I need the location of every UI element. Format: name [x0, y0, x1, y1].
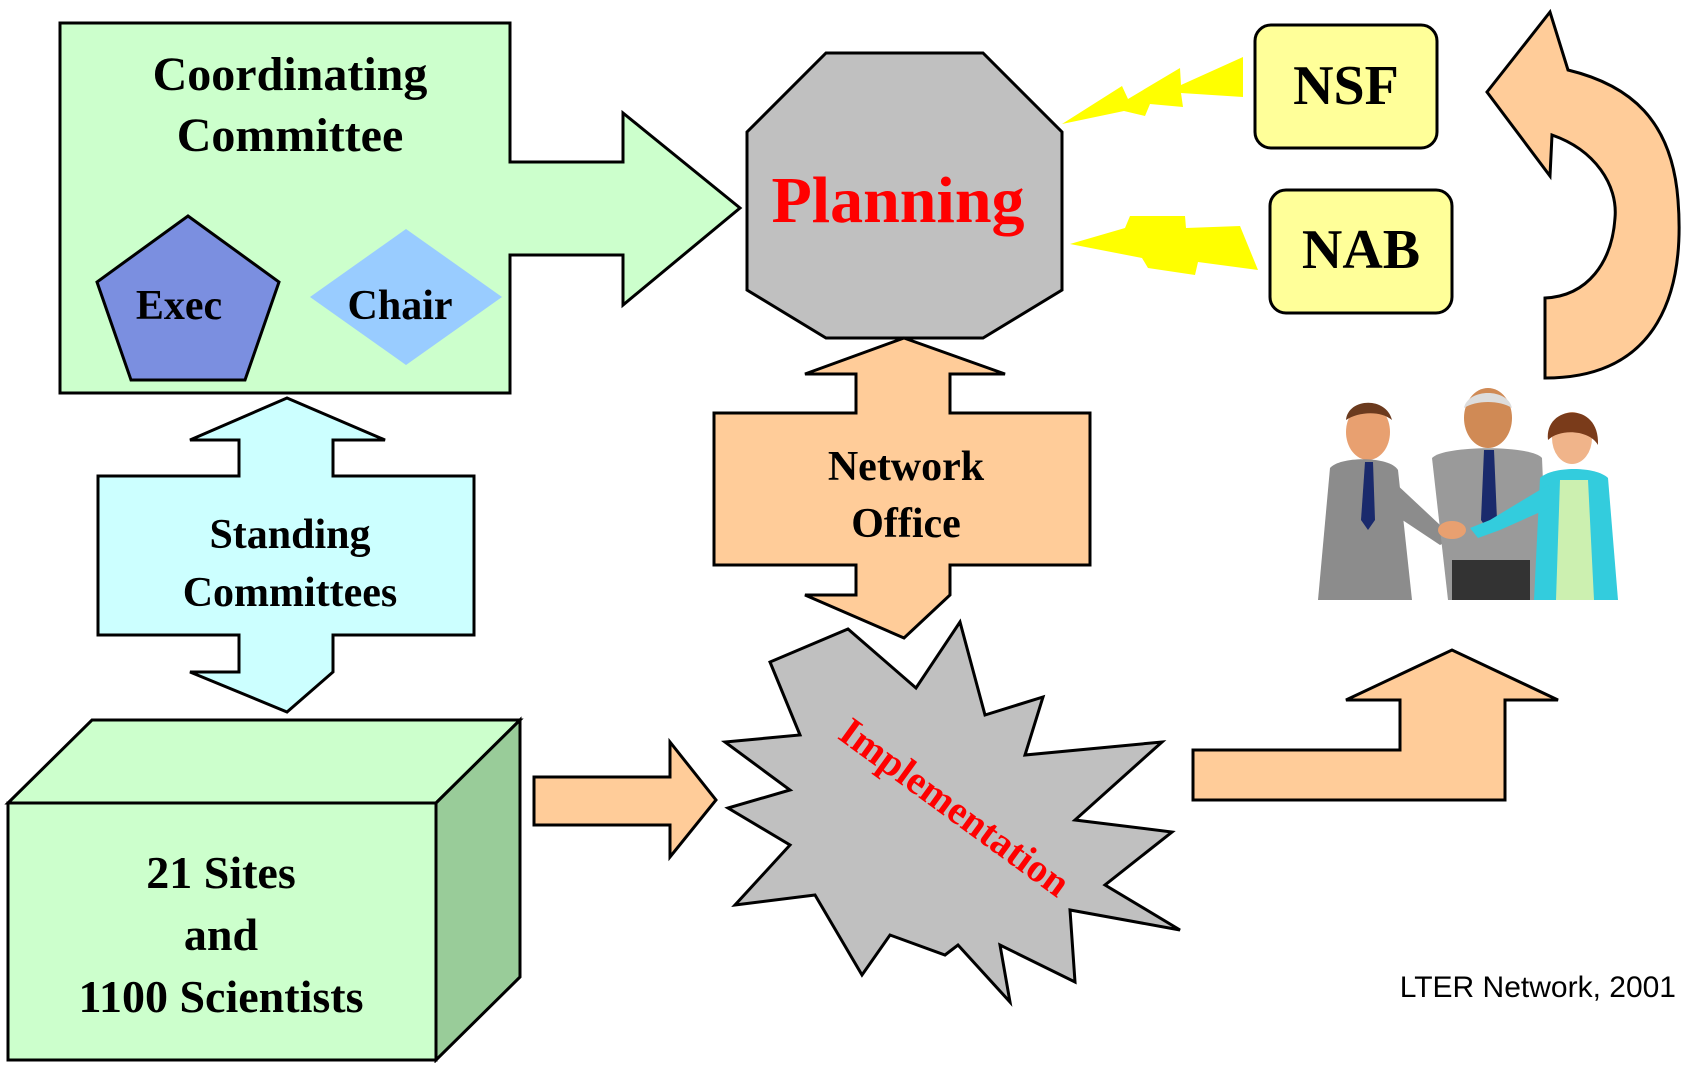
sites-box-top [4, 718, 524, 805]
people-handshake-icon [1318, 388, 1618, 600]
credit-text: LTER Network, 2001 [1400, 971, 1676, 1004]
coordinating-committee-title-line2: Committee [177, 109, 404, 162]
planning: Planning [745, 51, 1064, 340]
person-middle-tie [1481, 450, 1497, 532]
person-left-hair [1346, 402, 1392, 420]
coordinating-committee-title-line1: Coordinating [153, 48, 428, 101]
nab-box: NAB [1268, 188, 1454, 315]
exec-label: Exec [136, 283, 222, 329]
standing-committees-line2: Committees [183, 570, 398, 616]
person-left-arm [1392, 480, 1450, 545]
person-right-arm [1470, 485, 1556, 538]
handshake-hands [1438, 521, 1466, 539]
nsf-box: NSF [1253, 23, 1439, 150]
person-left-tie [1361, 462, 1375, 530]
person-middle-trousers [1452, 560, 1530, 600]
person-right-blouse [1556, 480, 1594, 600]
planning-octagon [745, 51, 1064, 340]
network-office-line2: Office [851, 501, 961, 547]
chair-diamond [310, 229, 502, 365]
planning-label: Planning [771, 164, 1024, 237]
coordinating-committee: Coordinating Committee Exec Chair [58, 21, 743, 395]
sites-line1: 21 Sites [146, 847, 296, 898]
nsf-box-shape [1253, 23, 1439, 150]
sites-box-front [6, 801, 438, 1062]
person-middle-hair [1464, 393, 1512, 408]
standing-committees: Standing Committees [96, 396, 476, 714]
network-office-line1: Network [828, 444, 985, 490]
sites-line3: 1100 Scientists [79, 971, 364, 1022]
lightning-bolt-icon [1070, 216, 1258, 275]
person-left-head [1346, 404, 1390, 460]
implementation-burst [720, 618, 1181, 1007]
exec-pentagon [95, 214, 281, 382]
standing-committees-line1: Standing [209, 512, 370, 558]
nab-label: NAB [1302, 219, 1420, 281]
person-right-hair [1547, 412, 1599, 445]
chair-label: Chair [348, 283, 453, 329]
person-left-body [1318, 459, 1412, 600]
implementation-to-people-arrow [1191, 648, 1559, 802]
implementation: Implementation [720, 618, 1181, 1007]
network-office: Network Office [712, 336, 1092, 640]
sites-to-implementation-arrow [532, 737, 718, 862]
lightning-bolt-icon [1062, 57, 1243, 124]
standing-committees-double-arrow [96, 396, 476, 714]
network-office-double-arrow [712, 336, 1092, 640]
sites-box: 21 Sites and 1100 Scientists [4, 716, 524, 1064]
nsf-label: NSF [1293, 55, 1399, 117]
feedback-curved-arrow [1485, 8, 1681, 380]
sites-line2: and [184, 909, 259, 960]
nab-box-shape [1268, 188, 1454, 315]
